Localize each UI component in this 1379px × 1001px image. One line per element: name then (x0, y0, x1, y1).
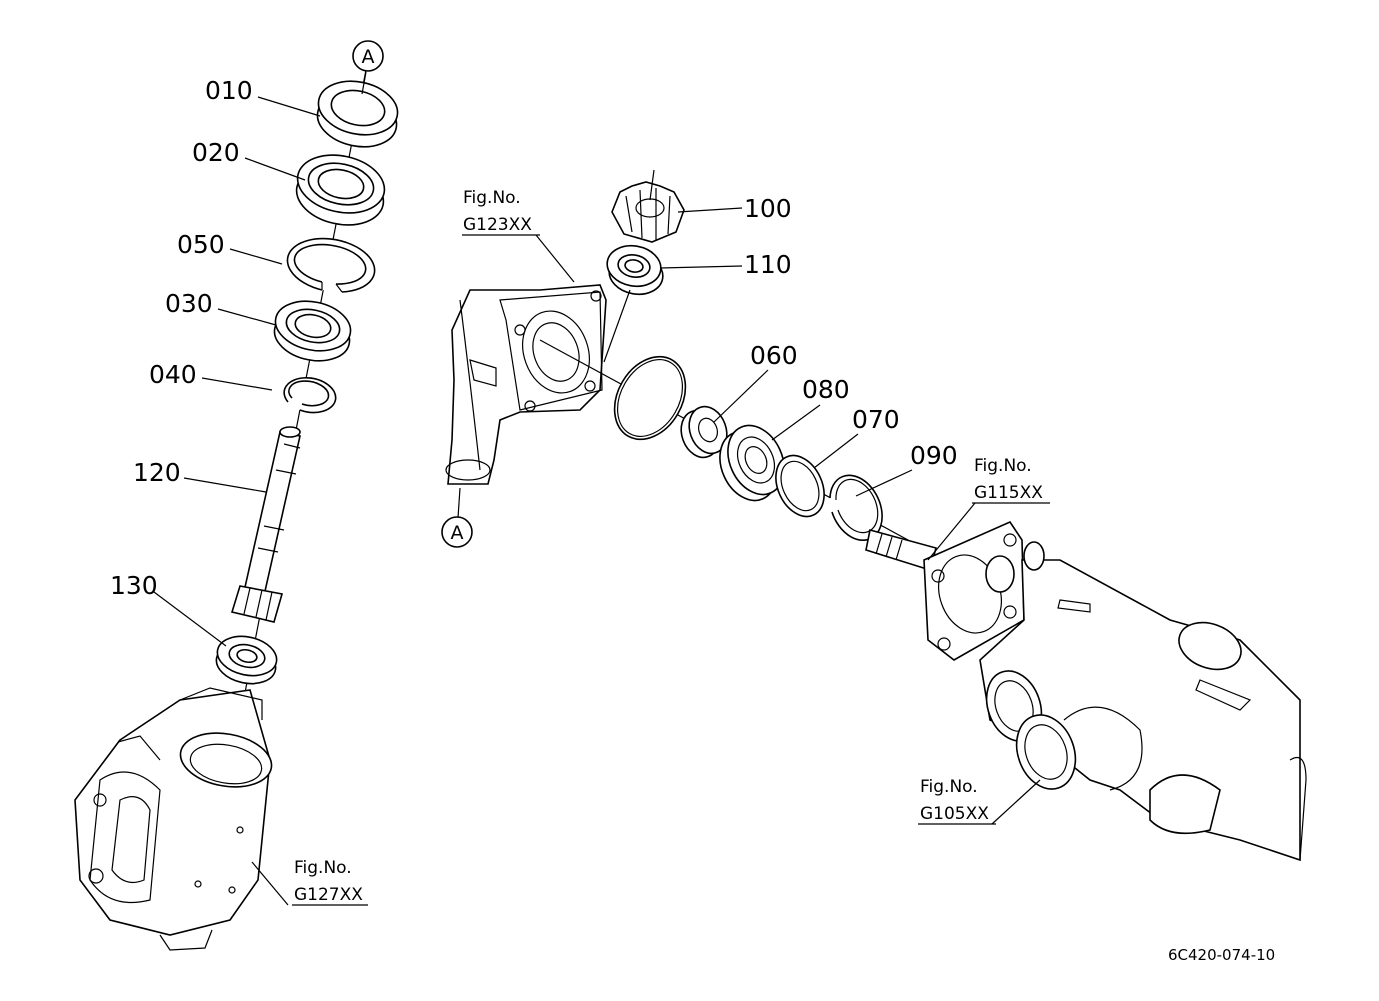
leader-a-bottom (457, 487, 461, 519)
part-040-circlip (283, 377, 337, 414)
part-070-ring (775, 454, 825, 518)
leader-020 (244, 157, 306, 181)
label-020: 020 (192, 138, 240, 167)
ref-g123-line1: Fig.No. (463, 188, 521, 208)
leader-a-top (361, 71, 367, 95)
leader-010 (257, 96, 321, 117)
label-110: 110 (744, 250, 792, 279)
front-axle-housing (865, 520, 1307, 862)
leader-130 (153, 591, 227, 647)
connector-a-bottom: A (441, 516, 473, 548)
ref-g123-line2: G123XX (463, 215, 532, 235)
connector-a-top-letter: A (362, 46, 375, 68)
leader-120 (183, 477, 267, 493)
ref-g115-line2: G115XX (974, 483, 1043, 503)
leader-060 (713, 369, 769, 423)
part-080-bearing (719, 424, 785, 502)
leader-070 (813, 433, 859, 469)
label-120: 120 (133, 458, 181, 487)
connector-a-bottom-letter: A (451, 522, 464, 544)
o-ring (613, 355, 687, 441)
label-050: 050 (177, 230, 225, 259)
ref-g127-line2: G127XX (294, 885, 363, 905)
leader-090 (855, 469, 913, 497)
label-060: 060 (750, 341, 798, 370)
part-090-circlip (829, 474, 883, 542)
leader-030 (217, 308, 277, 326)
part-020-bearing (295, 154, 386, 226)
part-050-snap-ring (286, 237, 376, 293)
ref-g105-line2: G105XX (920, 804, 989, 824)
leader-040 (201, 377, 273, 391)
bevel-gear-case-housing (445, 284, 607, 485)
drawing-code: 6C420-074-10 (1168, 946, 1275, 964)
leader-110 (659, 265, 743, 269)
part-130-bearing (215, 635, 278, 685)
label-080: 080 (802, 375, 850, 404)
leader-g105 (991, 779, 1041, 825)
ref-g105-line1: Fig.No. (920, 777, 978, 797)
label-100: 100 (744, 194, 792, 223)
part-030-bearing (273, 300, 352, 362)
label-040: 040 (149, 360, 197, 389)
leader-g115 (927, 502, 976, 561)
ref-g127-line1: Fig.No. (294, 858, 352, 878)
label-130: 130 (110, 571, 158, 600)
leader-lines (153, 71, 1041, 906)
leader-g127 (251, 861, 289, 906)
ref-g115-line1: Fig.No. (974, 456, 1032, 476)
part-010-oil-seal (316, 80, 399, 148)
label-070: 070 (852, 405, 900, 434)
part-120-pinion-shaft (230, 426, 301, 623)
leader-100 (677, 207, 743, 213)
part-110-axis-line (603, 289, 631, 363)
label-010: 010 (205, 76, 253, 105)
label-090: 090 (910, 441, 958, 470)
leader-050 (229, 248, 283, 265)
part-100-bevel-gear (611, 169, 685, 243)
part-110-bearing (606, 244, 664, 296)
leader-g123 (535, 234, 575, 283)
label-030: 030 (165, 289, 213, 318)
lower-gear-case-housing (74, 687, 273, 951)
connector-a-top: A (352, 40, 384, 72)
leader-080 (771, 404, 821, 441)
